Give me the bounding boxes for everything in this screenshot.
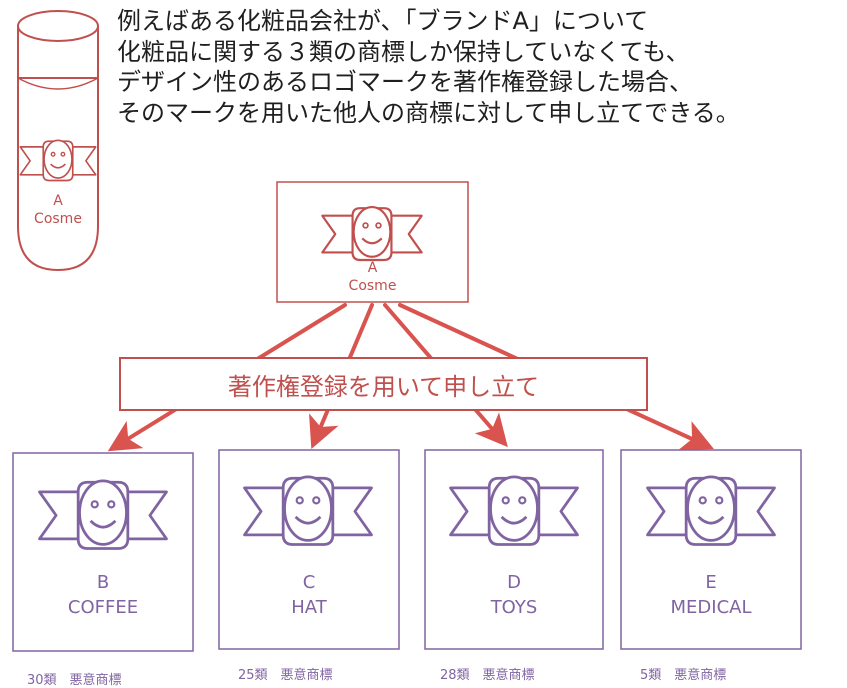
company-note-e: 5類 悪意商標 [640,668,727,683]
company-note-d: 28類 悪意商標 [440,668,535,683]
bottle-logo-icon [19,139,97,182]
intro-text: 例えばある化粧品会社が、「ブランドA」について 化粧品に関する３類の商標しか保持… [117,6,845,128]
original-logo-icon [321,206,423,262]
company-note-c: 25類 悪意商標 [238,668,333,683]
company-logo-icon [38,479,168,550]
company-label-d: D TOYS [425,570,603,620]
company-logo-icon [449,475,579,546]
bottle-label-letter: A [53,193,63,209]
company-letter: B [96,572,110,593]
company-logo-icon [243,475,373,546]
company-letter: E [705,572,717,593]
banner-text: 著作権登録を用いて申し立て [227,372,540,401]
company-name: MEDICAL [670,597,752,619]
original-mark-label: A Cosme [277,260,468,295]
company-label-c: C HAT [219,570,399,620]
cosmetic-bottle-icon [17,10,99,272]
original-name: Cosme [348,277,397,294]
company-note-b: 30類 悪意商標 [27,673,122,688]
company-logo-icon [646,475,776,546]
company-box-c [218,449,400,650]
company-name: TOYS [490,597,538,619]
intro-line: 例えばある化粧品会社が、「ブランドA」について [117,7,649,35]
company-label-b: B COFFEE [13,570,193,620]
company-letter: C [302,572,316,593]
company-label-e: E MEDICAL [621,570,801,620]
company-name: HAT [291,597,327,619]
intro-line: 化粧品に関する３類の商標しか保持していなくても、 [117,37,690,66]
original-letter: A [367,260,378,276]
intro-line: そのマークを用いた他人の商標に対して申し立てできる。 [117,98,740,127]
bottle-label: A Cosme [18,193,98,228]
bottle-label-name: Cosme [34,210,82,227]
intro-line: デザイン性のあるロゴマークを著作権登録した場合、 [117,68,693,96]
company-name: COFFEE [67,597,139,619]
banner-box [119,357,648,411]
company-letter: D [507,572,521,593]
